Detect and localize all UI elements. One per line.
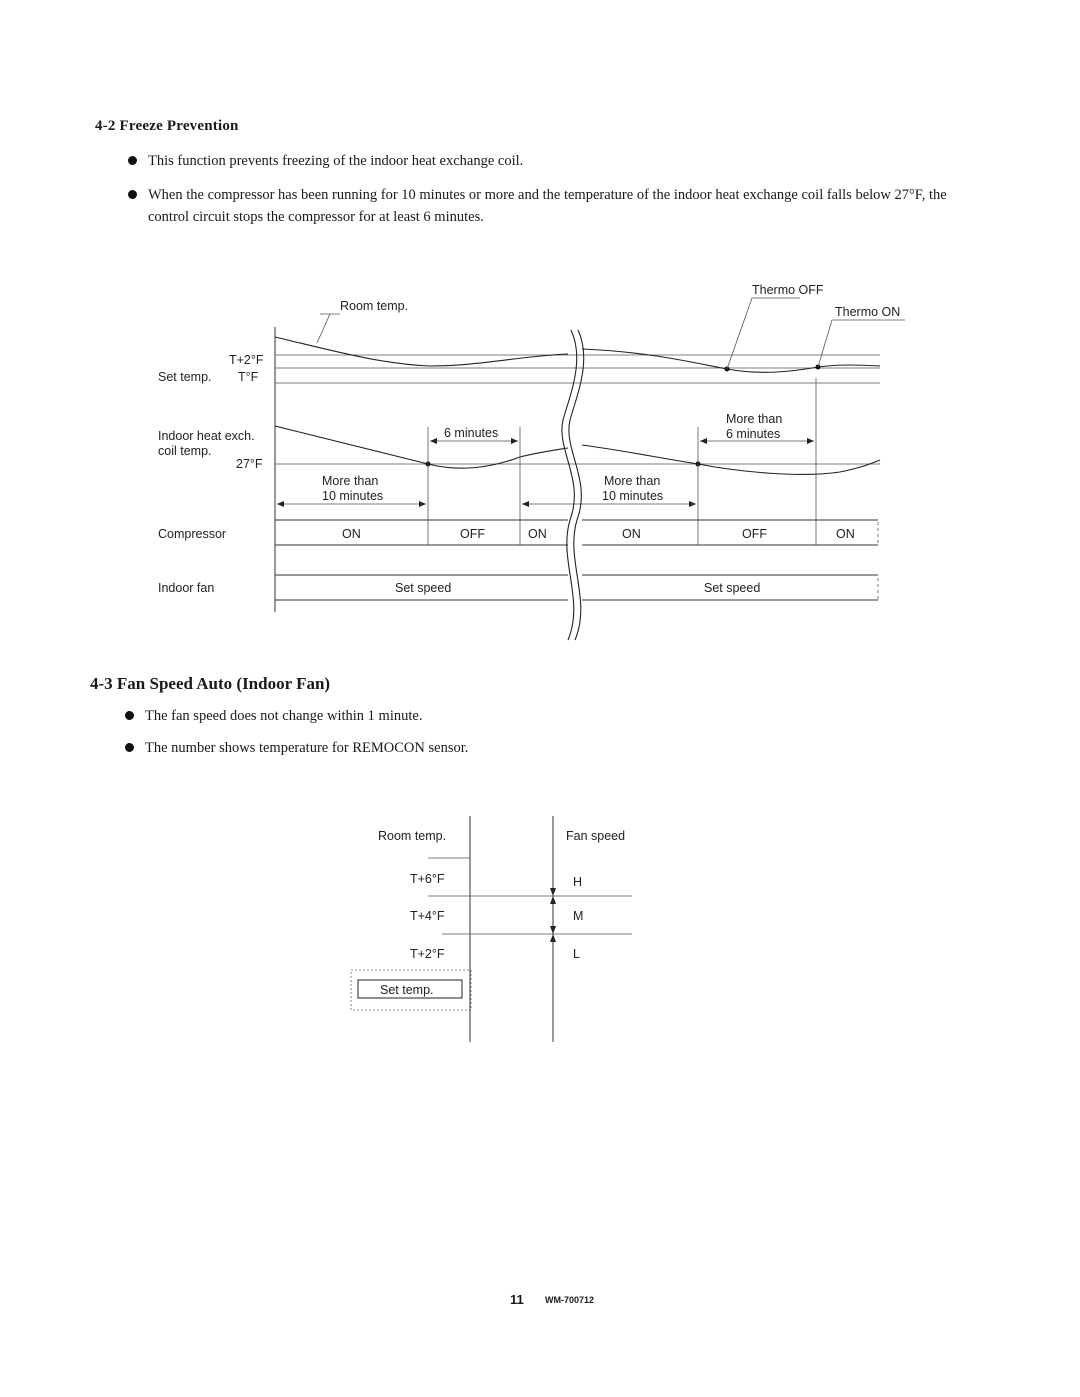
time-break-mark-right	[568, 329, 585, 641]
t-f-label: T°F	[238, 370, 259, 384]
set-temp-label: Set temp.	[158, 370, 212, 384]
compressor-off-1: OFF	[460, 527, 485, 541]
coil-temp-curve-right	[581, 444, 881, 475]
six-minutes-label-2: 6 minutes	[726, 427, 780, 441]
compressor-on-2: ON	[528, 527, 547, 541]
bullet-dot-icon	[128, 156, 137, 165]
arrow-head-icon	[700, 438, 707, 444]
indoor-fan-label: Indoor fan	[158, 581, 214, 595]
arrow-head-icon	[807, 438, 814, 444]
section-heading-fan-speed-auto: 4-3 Fan Speed Auto (Indoor Fan)	[90, 674, 331, 693]
arrow-head-icon	[689, 501, 696, 507]
room-temp-header: Room temp.	[378, 829, 446, 843]
coil-temp-label: coil temp.	[158, 444, 212, 458]
bullet-item: The fan speed does not change within 1 m…	[125, 705, 423, 727]
arrow-head-icon	[522, 501, 529, 507]
more-than-label-3: More than	[604, 474, 660, 488]
set-temp-box	[357, 979, 463, 999]
t-plus-4-label: T+4°F	[410, 909, 445, 923]
ten-minutes-label-1: 10 minutes	[322, 489, 383, 503]
down-arrow-icon	[550, 926, 556, 934]
compressor-on-1: ON	[342, 527, 361, 541]
down-arrow-icon	[550, 888, 556, 896]
bullet-text: This function prevents freezing of the i…	[148, 153, 524, 169]
fan-speed-high: H	[573, 875, 582, 889]
coil-27f-label: 27°F	[236, 457, 263, 471]
six-minutes-label-1: 6 minutes	[444, 426, 498, 440]
more-than-label-2: More than	[322, 474, 378, 488]
thermo-off-label: Thermo OFF	[752, 283, 824, 297]
bullet-dot-icon	[128, 190, 137, 199]
section-heading-freeze-prevention: 4-2 Freeze Prevention	[95, 118, 239, 134]
set-temp-outer-box	[350, 969, 472, 1011]
bullet-text: The number shows temperature for REMOCON…	[145, 740, 469, 756]
arrow-head-icon	[430, 438, 437, 444]
bullet-text: When the compressor has been running for…	[148, 187, 947, 225]
bullet-dot-icon	[125, 743, 134, 752]
room-temp-curve-left	[274, 336, 569, 367]
document-id: WM-700712	[545, 1295, 595, 1305]
compressor-on-3: ON	[622, 527, 641, 541]
t-plus-2-label: T+2°F	[410, 947, 445, 961]
t-plus-2-label: T+2°F	[229, 353, 264, 367]
bullet-item: The number shows temperature for REMOCON…	[125, 737, 469, 759]
compressor-off-2: OFF	[742, 527, 767, 541]
arrow-head-icon	[511, 438, 518, 444]
t-plus-6-label: T+6°F	[410, 872, 445, 886]
fan-speed-header: Fan speed	[566, 829, 625, 843]
room-temp-curve-right	[581, 348, 881, 373]
bullet-item: This function prevents freezing of the i…	[128, 150, 524, 172]
up-arrow-icon	[550, 934, 556, 942]
set-temp-label: Set temp.	[380, 983, 434, 997]
ten-minutes-label-2: 10 minutes	[602, 489, 663, 503]
fan-speed-medium: M	[573, 909, 583, 923]
compressor-label: Compressor	[158, 527, 226, 541]
bullet-text: The fan speed does not change within 1 m…	[145, 708, 423, 724]
fan-set-speed-2: Set speed	[704, 581, 760, 595]
time-break-mark-left	[561, 329, 578, 641]
bullet-item: When the compressor has been running for…	[128, 184, 968, 228]
fan-speed-low: L	[573, 947, 580, 961]
room-temp-leader	[316, 313, 340, 344]
thermo-on-label: Thermo ON	[835, 305, 900, 319]
page-number: 11	[510, 1292, 524, 1307]
arrow-head-icon	[277, 501, 284, 507]
bullet-dot-icon	[125, 711, 134, 720]
thermo-on-leader	[817, 319, 905, 368]
coil-temp-curve-left	[274, 425, 569, 469]
thermo-off-leader	[726, 297, 800, 370]
fan-set-speed-1: Set speed	[395, 581, 451, 595]
more-than-label-1: More than	[726, 412, 782, 426]
room-temp-label: Room temp.	[340, 299, 408, 313]
up-arrow-icon	[550, 896, 556, 904]
compressor-on-4: ON	[836, 527, 855, 541]
indoor-heat-exch-label: Indoor heat exch.	[158, 429, 255, 443]
arrow-head-icon	[419, 501, 426, 507]
